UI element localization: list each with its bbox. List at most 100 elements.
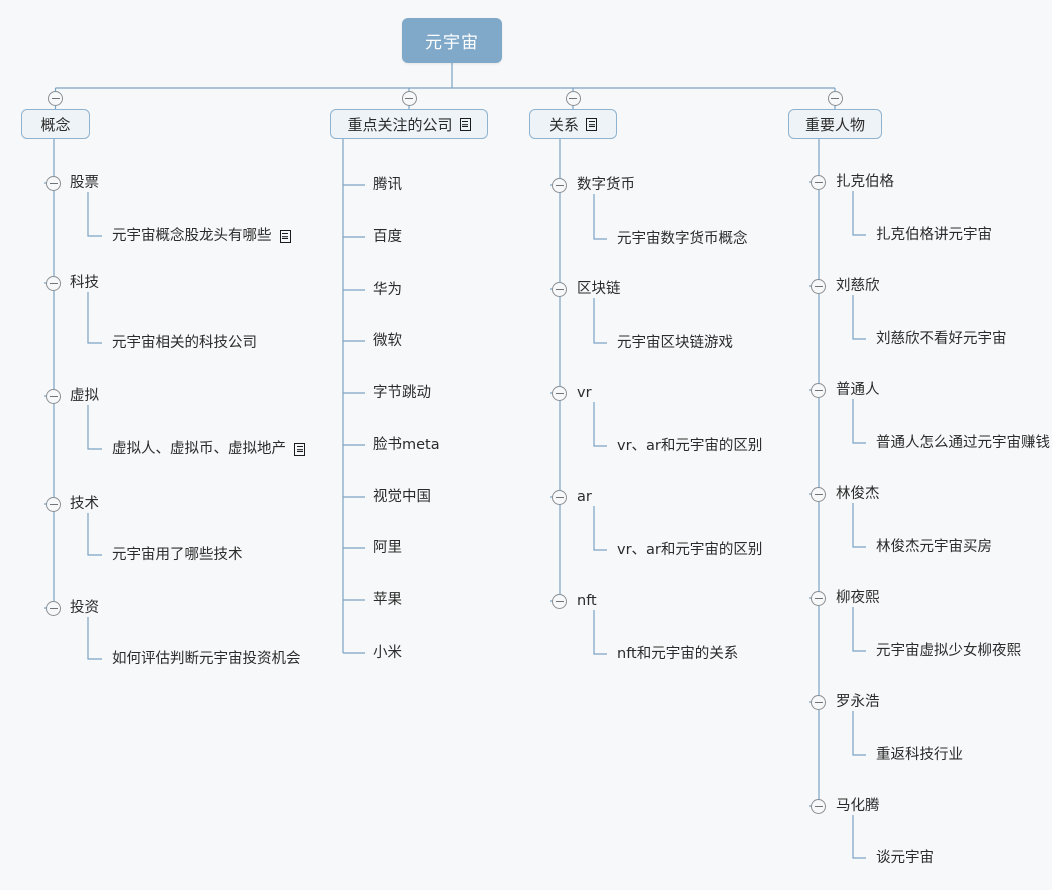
subtopic-label[interactable]: 扎克伯格讲元宇宙 — [876, 226, 992, 244]
subtopic-label[interactable]: nft和元宇宙的关系 — [617, 645, 738, 663]
topic-label-text: 股票 — [70, 175, 99, 191]
collapse-toggle[interactable] — [811, 278, 826, 294]
note-icon[interactable] — [279, 229, 291, 243]
topic-label[interactable]: 林俊杰 — [836, 485, 880, 503]
collapse-toggle[interactable] — [827, 91, 843, 106]
collapse-toggle[interactable] — [401, 91, 417, 106]
subtopic-label[interactable]: 元宇宙区块链游戏 — [617, 334, 733, 352]
collapse-toggle[interactable] — [46, 175, 61, 191]
topic-label[interactable]: 华为 — [373, 281, 402, 299]
subtopic-label-text: 虚拟人、虚拟币、虚拟地产 — [112, 441, 286, 457]
topic-label-text: 微软 — [373, 333, 402, 349]
branch-node[interactable]: 重点关注的公司 — [330, 109, 488, 139]
note-icon[interactable] — [586, 117, 597, 131]
collapse-toggle[interactable] — [565, 91, 581, 106]
topic-label[interactable]: 字节跳动 — [373, 384, 431, 402]
subtopic-label[interactable]: vr、ar和元宇宙的区别 — [617, 541, 762, 559]
topic-label-text: 虚拟 — [70, 388, 99, 404]
subtopic-label-text: 扎克伯格讲元宇宙 — [876, 227, 992, 243]
subtopic-label[interactable]: 如何评估判断元宇宙投资机会 — [112, 650, 301, 668]
topic-label[interactable]: 虚拟 — [70, 387, 99, 405]
branch-node[interactable]: 重要人物 — [788, 109, 882, 139]
branch-node-label: 关系 — [548, 115, 579, 134]
subtopic-label-text: 林俊杰元宇宙买房 — [876, 539, 992, 555]
collapse-toggle[interactable] — [46, 275, 61, 291]
branch-node[interactable]: 关系 — [529, 109, 617, 139]
topic-label[interactable]: 腾讯 — [373, 176, 402, 194]
topic-label[interactable]: 技术 — [70, 495, 99, 513]
collapse-toggle[interactable] — [811, 174, 826, 190]
topic-label[interactable]: vr — [577, 384, 592, 402]
topic-label[interactable]: 科技 — [70, 274, 99, 292]
topic-label[interactable]: 脸书meta — [373, 436, 440, 454]
topic-label[interactable]: 投资 — [70, 599, 99, 617]
topic-label[interactable]: 微软 — [373, 332, 402, 350]
subtopic-label-text: 元宇宙虚拟少女柳夜熙 — [876, 643, 1021, 659]
subtopic-label[interactable]: 元宇宙相关的科技公司 — [112, 334, 257, 352]
subtopic-label[interactable]: 元宇宙概念股龙头有哪些 — [112, 227, 291, 245]
subtopic-label-text: 刘慈欣不看好元宇宙 — [876, 331, 1007, 347]
subtopic-label[interactable]: 元宇宙用了哪些技术 — [112, 546, 243, 564]
subtopic-label[interactable]: 元宇宙数字货币概念 — [617, 230, 748, 248]
topic-label-text: 区块链 — [577, 281, 621, 297]
root-node[interactable]: 元宇宙 — [402, 18, 502, 63]
topic-label-text: 技术 — [70, 496, 99, 512]
note-icon[interactable] — [294, 442, 305, 456]
subtopic-label[interactable]: 重返科技行业 — [876, 746, 963, 764]
collapse-toggle[interactable] — [46, 600, 61, 616]
topic-label-text: 罗永浩 — [836, 694, 880, 710]
collapse-toggle[interactable] — [552, 281, 567, 297]
topic-label-text: 百度 — [373, 229, 402, 245]
subtopic-label[interactable]: 虚拟人、虚拟币、虚拟地产 — [112, 440, 305, 458]
topic-label-text: 科技 — [70, 275, 99, 291]
collapse-toggle[interactable] — [811, 694, 826, 710]
collapse-toggle[interactable] — [552, 593, 567, 609]
subtopic-label-text: 如何评估判断元宇宙投资机会 — [112, 651, 301, 667]
subtopic-label[interactable]: 刘慈欣不看好元宇宙 — [876, 330, 1007, 348]
topic-label[interactable]: 罗永浩 — [836, 693, 880, 711]
topic-label[interactable]: 柳夜熙 — [836, 589, 880, 607]
topic-label[interactable]: 百度 — [373, 228, 402, 246]
topic-label[interactable]: nft — [577, 592, 597, 610]
collapse-toggle[interactable] — [48, 91, 63, 106]
topic-label-text: 视觉中国 — [373, 489, 431, 505]
topic-label[interactable]: 阿里 — [373, 539, 402, 557]
subtopic-label-text: 元宇宙用了哪些技术 — [112, 547, 243, 563]
topic-label[interactable]: 小米 — [373, 644, 402, 662]
topic-label[interactable]: 扎克伯格 — [836, 173, 894, 191]
topic-label[interactable]: 马化腾 — [836, 797, 880, 815]
subtopic-label[interactable]: 普通人怎么通过元宇宙赚钱 — [876, 434, 1050, 452]
topic-label-text: 林俊杰 — [836, 486, 880, 502]
collapse-toggle[interactable] — [552, 489, 567, 505]
collapse-toggle[interactable] — [46, 388, 61, 404]
topic-label-text: ar — [577, 489, 592, 505]
topic-label[interactable]: ar — [577, 488, 592, 506]
collapse-toggle[interactable] — [811, 798, 826, 814]
topic-label[interactable]: 苹果 — [373, 591, 402, 609]
subtopic-label[interactable]: 谈元宇宙 — [876, 849, 934, 867]
note-icon[interactable] — [459, 117, 471, 131]
topic-label-text: 投资 — [70, 600, 99, 616]
subtopic-label[interactable]: 元宇宙虚拟少女柳夜熙 — [876, 642, 1021, 660]
collapse-toggle[interactable] — [552, 177, 567, 193]
topic-label[interactable]: 普通人 — [836, 381, 880, 399]
subtopic-label[interactable]: vr、ar和元宇宙的区别 — [617, 437, 762, 455]
subtopic-label-text: 元宇宙相关的科技公司 — [112, 335, 257, 351]
topic-label[interactable]: 数字货币 — [577, 176, 635, 194]
subtopic-label-text: vr、ar和元宇宙的区别 — [617, 438, 763, 454]
subtopic-label[interactable]: 林俊杰元宇宙买房 — [876, 538, 992, 556]
topic-label[interactable]: 区块链 — [577, 280, 621, 298]
topic-label[interactable]: 视觉中国 — [373, 488, 431, 506]
topic-label-text: 腾讯 — [373, 177, 402, 193]
collapse-toggle[interactable] — [811, 590, 826, 606]
collapse-toggle[interactable] — [811, 486, 826, 502]
collapse-toggle[interactable] — [811, 382, 826, 398]
topic-label[interactable]: 刘慈欣 — [836, 277, 880, 295]
collapse-toggle[interactable] — [552, 385, 567, 401]
branch-node[interactable]: 概念 — [21, 109, 90, 139]
collapse-toggle[interactable] — [46, 496, 61, 512]
topic-label[interactable]: 股票 — [70, 174, 99, 192]
topic-label-text: nft — [577, 593, 597, 609]
topic-label-text: 脸书meta — [373, 437, 440, 453]
